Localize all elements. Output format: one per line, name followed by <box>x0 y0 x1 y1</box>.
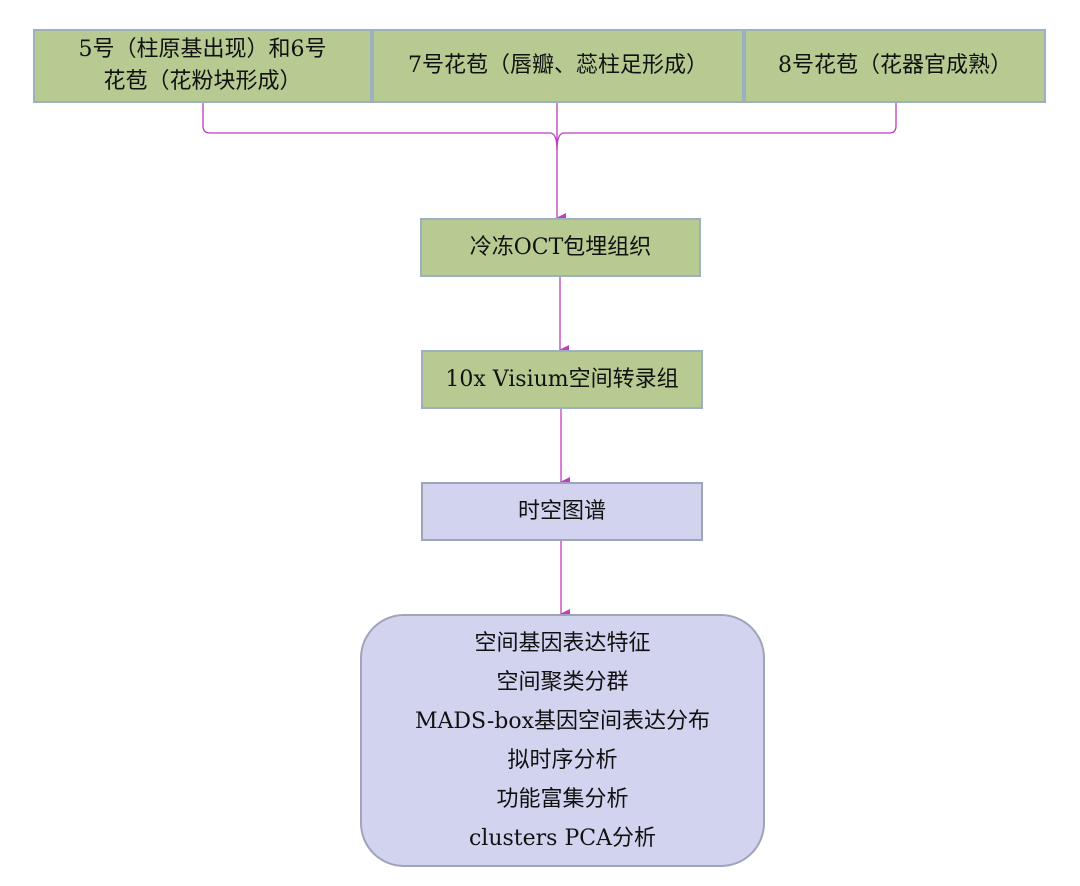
step-label: 10x Visium空间转录组 <box>445 366 679 392</box>
stage-label: 7号花苞（唇瓣、蕊柱足形成） <box>408 53 708 78</box>
stage-box-7: 7号花苞（唇瓣、蕊柱足形成） <box>372 29 744 103</box>
stage-label: 花苞（花粉块形成） <box>103 69 302 94</box>
stage-label: 5号（柱原基出现）和6号 <box>78 37 327 62</box>
step-label: 冷冻OCT包埋组织 <box>469 234 652 260</box>
embedding-step: 冷冻OCT包埋组织 <box>420 218 701 277</box>
sequencing-step: 10x Visium空间转录组 <box>421 350 703 409</box>
analysis-item: 空间基因表达特征 <box>474 630 651 656</box>
stage-box-8: 8号花苞（花器官成熟） <box>744 29 1046 103</box>
analysis-item: clusters PCA分析 <box>468 825 656 851</box>
stage-label: 8号花苞（花器官成熟） <box>778 53 1012 78</box>
analyses-box: 空间基因表达特征 空间聚类分群 MADS-box基因空间表达分布 拟时序分析 功… <box>360 614 765 867</box>
stage-box-5-6: 5号（柱原基出现）和6号 花苞（花粉块形成） <box>33 29 372 103</box>
step-label: 时空图谱 <box>517 498 606 524</box>
atlas-step: 时空图谱 <box>421 482 703 541</box>
analysis-item: 功能富集分析 <box>496 786 629 812</box>
analysis-item: MADS-box基因空间表达分布 <box>414 708 711 734</box>
merge-brace <box>202 103 897 151</box>
analysis-item: 拟时序分析 <box>507 747 618 773</box>
analysis-item: 空间聚类分群 <box>496 669 629 695</box>
